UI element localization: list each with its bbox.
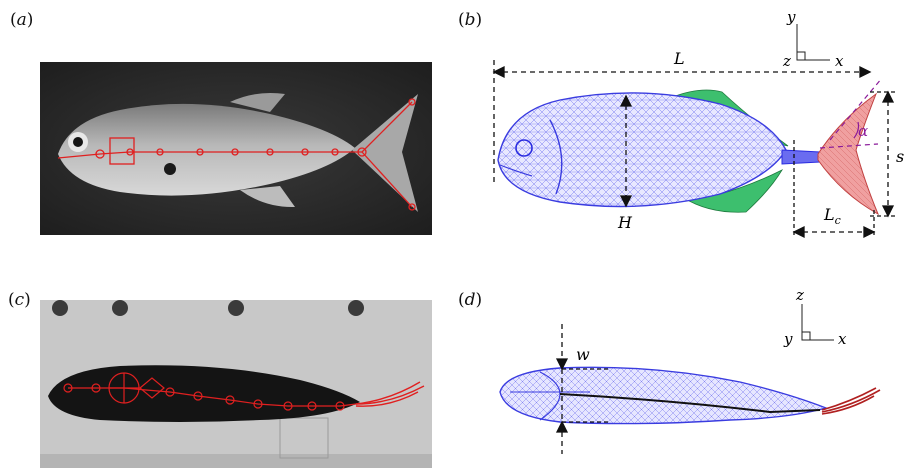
anal-fin: [240, 186, 295, 208]
axis-label-y: y: [786, 8, 796, 26]
dim-label-s: s: [896, 147, 904, 166]
fish-photo-side-illustration: [40, 62, 432, 235]
axis-label-y-d: y: [783, 330, 793, 348]
body-spot: [164, 163, 176, 175]
panel-label-d: (d): [458, 290, 483, 310]
tracking-markers: [57, 98, 416, 211]
eye-mesh: [515, 139, 533, 157]
axes-triad-b: [796, 24, 830, 61]
fish-silhouette: [48, 365, 360, 422]
caudal-fin: [352, 94, 418, 212]
fish-photo-side-view: [40, 62, 432, 235]
fish-photo-bottom-view: [40, 300, 432, 468]
panel-label-b: (b): [458, 10, 483, 30]
mesh-model-top-view: z y x w: [499, 286, 881, 454]
dim-label-w: w: [576, 345, 590, 364]
tracking-markers-c: [63, 372, 357, 411]
caudal-fin-mesh: [817, 92, 880, 216]
axis-label-z: z: [782, 52, 791, 70]
axes-triad-d: [801, 304, 834, 341]
axis-label-z-d: z: [795, 286, 804, 304]
anal-fin-mesh: [682, 169, 784, 213]
tail-top: [821, 387, 881, 415]
dorsal-fin: [230, 93, 285, 112]
dimension-s: [870, 90, 896, 218]
dimension-w: [555, 324, 610, 454]
axis-label-x-d: x: [838, 330, 847, 348]
body-mesh-top: [499, 366, 829, 425]
dimension-L: [492, 60, 872, 185]
dimension-H: [619, 94, 633, 208]
alpha-angle-lines: [819, 77, 883, 149]
dimension-Lc: [792, 140, 876, 239]
dim-label-alpha: α: [858, 122, 868, 140]
dim-label-L: L: [673, 49, 685, 68]
mesh-model-side-view: y z x L α H s: [492, 8, 904, 239]
peduncle-mesh: [781, 149, 821, 165]
dim-label-Lc: Lc: [823, 205, 841, 227]
midline: [559, 393, 821, 414]
panel-label-c: (c): [8, 290, 31, 310]
dim-label-H: H: [617, 213, 633, 232]
tail-markers: [355, 381, 425, 407]
axis-label-x: x: [835, 52, 844, 70]
fish-photo-bottom-illustration: [40, 300, 432, 468]
pupil: [73, 137, 83, 147]
fish-body: [58, 103, 355, 196]
panel-label-a: (a): [10, 10, 34, 30]
